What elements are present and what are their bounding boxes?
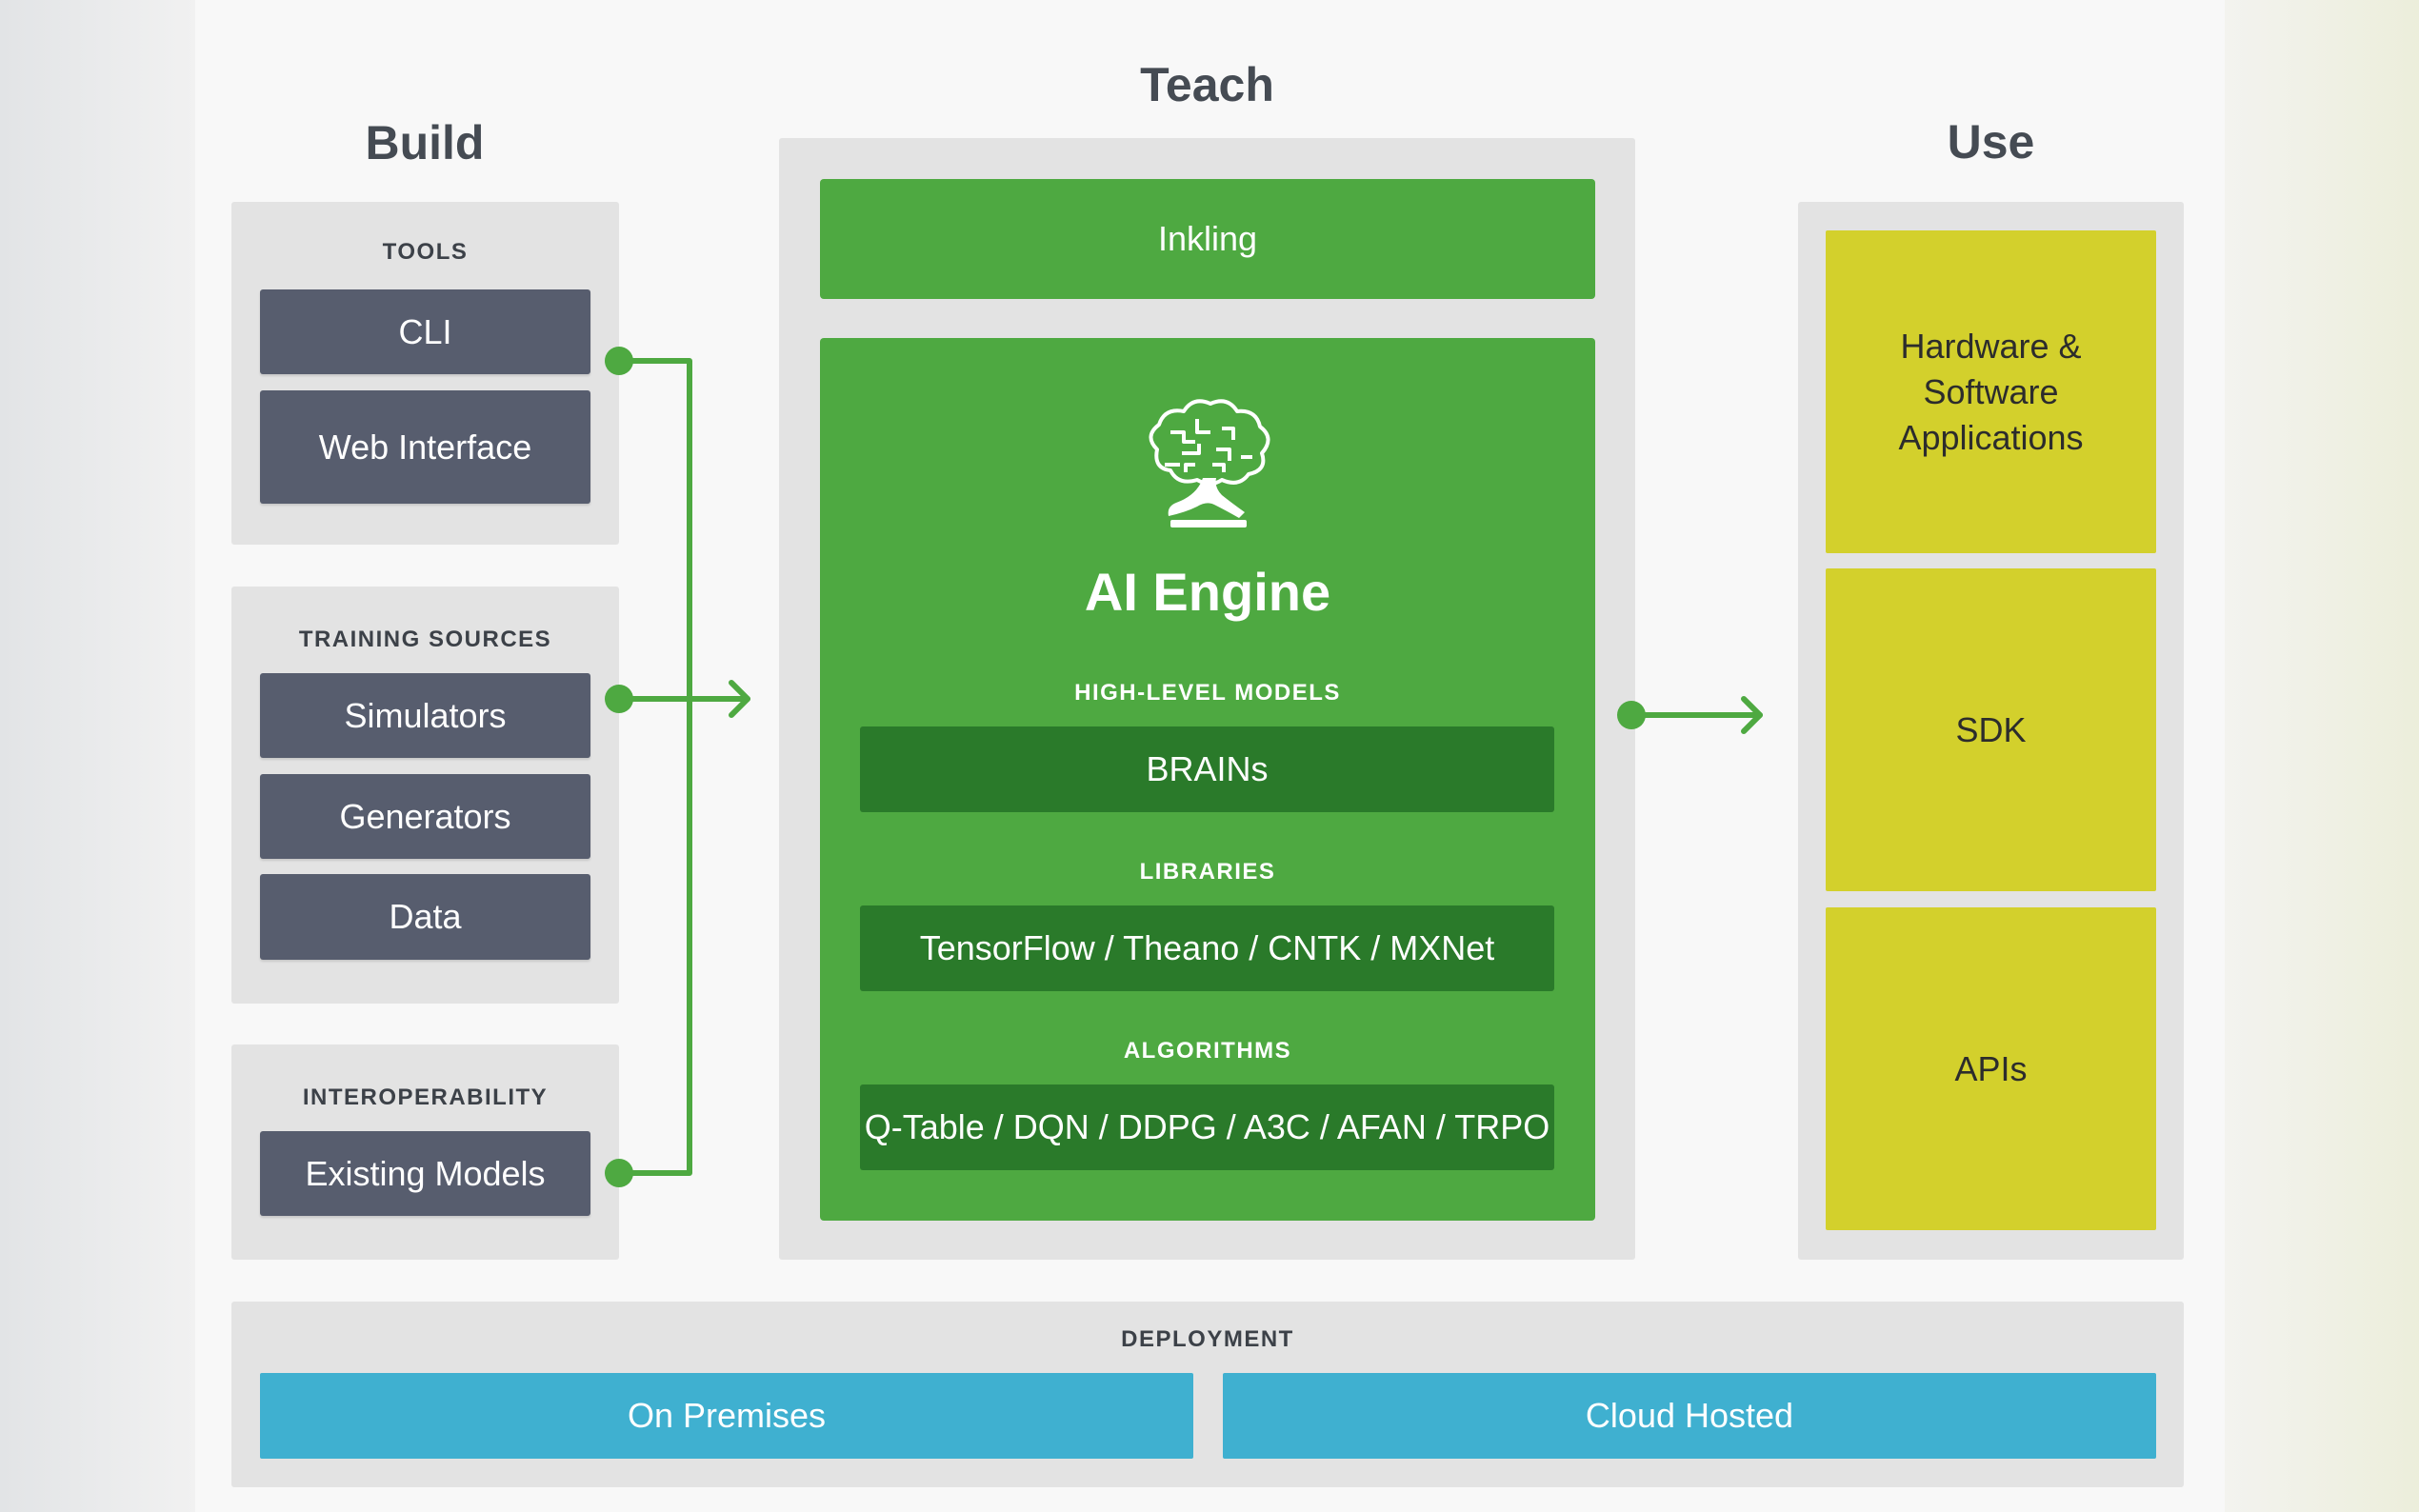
hardware-software-apps-box: Hardware & Software Applications <box>1826 230 2156 553</box>
teach-connector-dot <box>1617 701 1646 729</box>
tools-label: TOOLS <box>382 239 469 265</box>
training-sources-label: TRAINING SOURCES <box>298 627 552 652</box>
training-connector-dot <box>605 685 633 713</box>
libraries-box: TensorFlow / Theano / CNTK / MXNet <box>860 905 1554 991</box>
libraries-label: LIBRARIES <box>1139 859 1276 885</box>
inkling-box: Inkling <box>820 179 1595 299</box>
bonsai-tree-icon <box>1129 390 1287 533</box>
ai-engine-title: AI Engine <box>1084 561 1331 622</box>
build-to-teach-arrowhead <box>729 680 750 718</box>
use-title: Use <box>1947 115 2035 169</box>
deployment-label: DEPLOYMENT <box>1121 1326 1294 1352</box>
hardware-software-apps-label: Hardware & Software Applications <box>1898 326 2084 457</box>
generators-box: Generators <box>260 774 590 859</box>
build-collector-line <box>616 358 692 1176</box>
on-premises-box: On Premises <box>260 1373 1193 1459</box>
algorithms-label: ALGORITHMS <box>1123 1038 1292 1064</box>
algorithms-box: Q-Table / DQN / DDPG / A3C / AFAN / TRPO <box>860 1084 1554 1170</box>
sdk-box: SDK <box>1826 568 2156 891</box>
interop-connector-dot <box>605 1159 633 1187</box>
cloud-hosted-box: Cloud Hosted <box>1223 1373 2156 1459</box>
teach-title: Teach <box>1140 58 1274 111</box>
interoperability-label: INTEROPERABILITY <box>302 1084 549 1110</box>
tools-connector-dot <box>605 347 633 375</box>
data-box: Data <box>260 874 590 960</box>
existing-models-box: Existing Models <box>260 1131 590 1216</box>
high-level-models-label: HIGH-LEVEL MODELS <box>1074 680 1341 706</box>
brains-box: BRAINs <box>860 726 1554 812</box>
simulators-box: Simulators <box>260 673 590 758</box>
apis-box: APIs <box>1826 907 2156 1230</box>
web-interface-box: Web Interface <box>260 390 590 504</box>
cli-box: CLI <box>260 289 590 374</box>
build-title: Build <box>365 116 485 169</box>
teach-to-use-arrowhead <box>1741 696 1763 734</box>
